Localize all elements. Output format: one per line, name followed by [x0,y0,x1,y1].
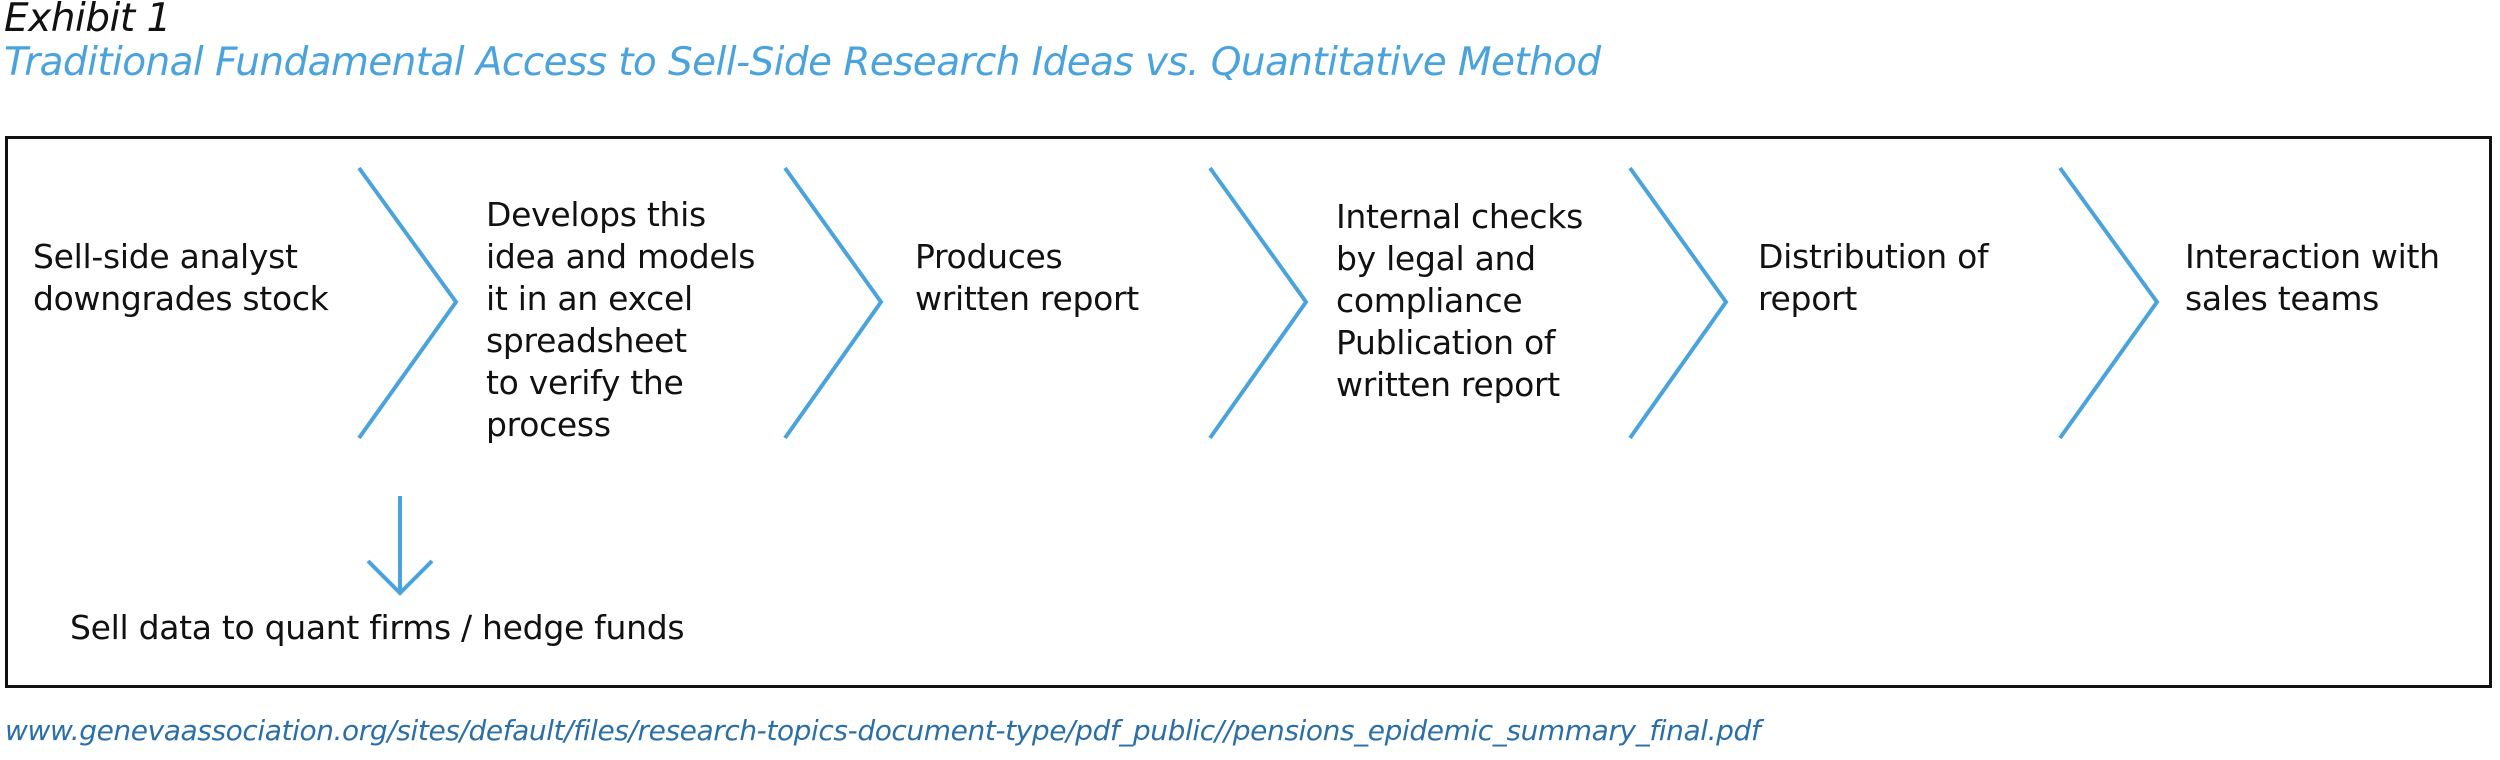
branch-label: Sell data to quant firms / hedge funds [70,608,685,647]
step-text-line: Internal checks [1336,197,1583,236]
diagram-frame [5,136,2492,688]
process-step-sales: Interaction with sales teams [2185,236,2440,320]
step-text-line: it in an excel [486,279,693,318]
step-text-line: downgrades stock [33,279,329,318]
process-step-distribution: Distribution of report [1758,236,1989,320]
step-text-line: to verify the [486,363,684,402]
step-text-line: compliance [1336,281,1523,320]
source-link[interactable]: www.genevaassociation.org/sites/default/… [5,714,1761,747]
step-text-line: report [1758,279,1857,318]
step-text-line: Interaction with [2185,237,2440,276]
step-text-line: process [486,405,611,444]
exhibit-title: Traditional Fundamental Access to Sell-S… [4,40,1601,85]
step-text-line: Publication of [1336,323,1556,362]
step-text-line: idea and models [486,237,756,276]
step-text-line: sales teams [2185,279,2380,318]
step-text-line: Sell-side analyst [33,237,298,276]
step-text-line: by legal and [1336,239,1536,278]
step-text-line: written report [1336,365,1560,404]
step-text-line: Develops this [486,195,706,234]
exhibit-label: Exhibit 1 [4,0,171,41]
process-step-report: Produces written report [915,236,1139,320]
step-text-line: Produces [915,237,1063,276]
process-step-compliance: Internal checks by legal and compliance … [1336,196,1583,406]
step-text-line: Distribution of [1758,237,1989,276]
process-step-downgrade: Sell-side analyst downgrades stock [33,236,329,320]
process-step-model: Develops this idea and models it in an e… [486,194,755,446]
step-text-line: written report [915,279,1139,318]
step-text-line: spreadsheet [486,321,687,360]
